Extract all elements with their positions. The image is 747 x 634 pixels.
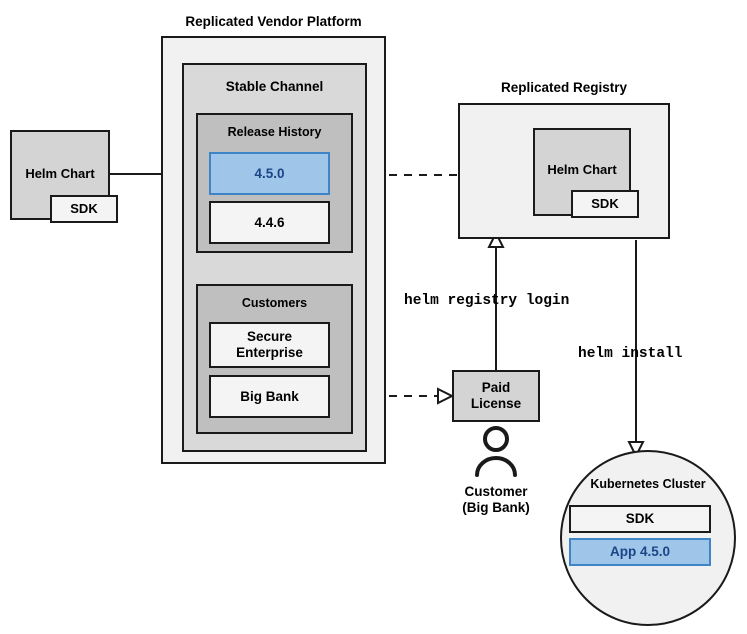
cluster-item-label: SDK: [625, 511, 655, 527]
customer-item-label: Secure Enterprise: [236, 329, 303, 360]
release-item-4-5-0[interactable]: 4.5.0: [209, 152, 330, 195]
registry-helm-chart-label: Helm Chart: [547, 162, 617, 177]
edge-registry-to-cluster: [627, 240, 645, 459]
release-history-label: Release History: [227, 125, 322, 139]
registry-title: Replicated Registry: [500, 80, 628, 95]
kubernetes-cluster-title: Kubernetes Cluster: [590, 477, 706, 491]
cluster-item-sdk: SDK: [569, 505, 711, 533]
cluster-item-app: App 4.5.0: [569, 538, 711, 566]
cluster-item-label: App 4.5.0: [609, 544, 671, 560]
vendor-platform-title: Replicated Vendor Platform: [185, 14, 362, 29]
stable-channel-label: Stable Channel: [225, 79, 324, 94]
registry-sdk-label: SDK: [591, 195, 619, 211]
source-helm-chart-sdk: SDK: [50, 195, 118, 223]
paid-license-label: Paid License: [470, 380, 522, 411]
source-sdk-label: SDK: [70, 200, 98, 216]
release-item-4-4-6[interactable]: 4.4.6: [209, 201, 330, 244]
registry-helm-chart-sdk: SDK: [571, 190, 639, 218]
release-item-label: 4.4.6: [254, 214, 285, 230]
source-helm-chart-label: Helm Chart: [25, 166, 95, 181]
paid-license-box: Paid License: [452, 370, 540, 422]
customer-persona-label: Customer (Big Bank): [462, 484, 530, 515]
person-icon: [475, 426, 517, 477]
customers-label: Customers: [241, 296, 308, 310]
customer-item-secure-enterprise[interactable]: Secure Enterprise: [209, 322, 330, 368]
command-helm-install: helm install: [578, 346, 683, 362]
customer-item-big-bank[interactable]: Big Bank: [209, 375, 330, 418]
customer-item-label: Big Bank: [240, 388, 299, 404]
registry-helm-chart-box: Helm Chart: [533, 128, 631, 216]
release-item-label: 4.5.0: [254, 165, 285, 181]
command-helm-registry-login: helm registry login: [404, 293, 570, 309]
edge-license-to-registry: [487, 230, 505, 370]
